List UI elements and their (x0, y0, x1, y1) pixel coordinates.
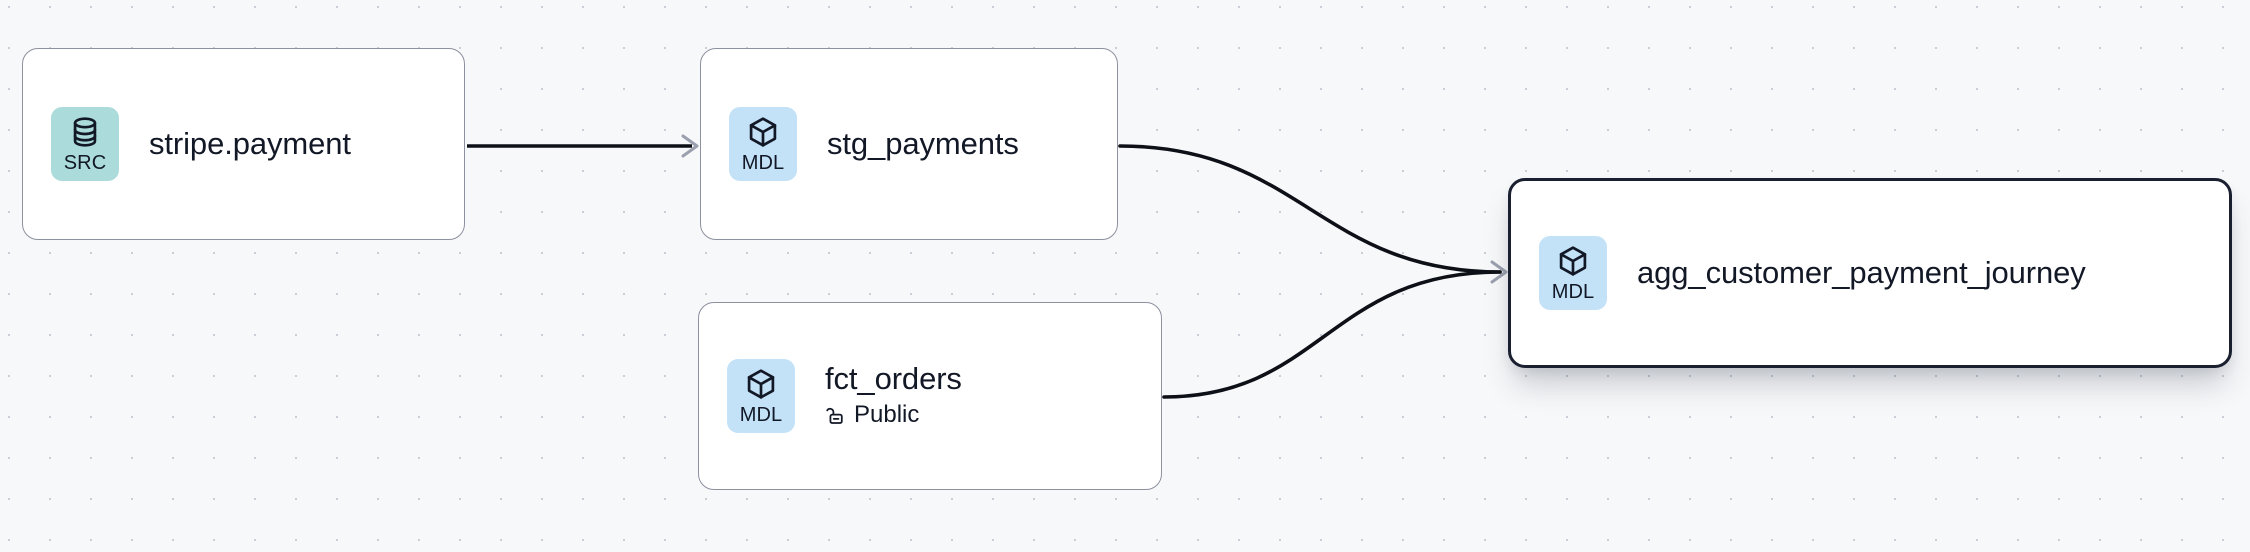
node-type-badge-mdl: MDL (729, 107, 797, 181)
node-title: stg_payments (827, 125, 1019, 161)
node-title: fct_orders (825, 360, 962, 396)
node-title: agg_customer_payment_journey (1637, 254, 2086, 290)
node-type-badge-label: MDL (741, 152, 785, 174)
node-visibility-label: Public (854, 401, 920, 429)
node-body: fct_orders Public (825, 360, 962, 430)
node-type-badge-mdl: MDL (727, 359, 795, 433)
cube-icon (1559, 246, 1587, 276)
node-type-badge-label: MDL (739, 404, 783, 426)
node-title: stripe.payment (149, 125, 351, 161)
node-visibility: Public (825, 401, 962, 429)
lineage-node-stg-payments[interactable]: MDL stg_payments (700, 48, 1118, 240)
node-body: agg_customer_payment_journey (1637, 254, 2086, 290)
node-type-badge-label: SRC (63, 152, 107, 174)
lineage-node-agg-customer-payment-journey[interactable]: MDL agg_customer_payment_journey (1508, 178, 2232, 368)
node-type-badge-label: MDL (1551, 281, 1595, 303)
edge-stg-payments-to-agg-customer-payment-journey (1118, 144, 1502, 274)
cube-icon (747, 369, 775, 399)
node-type-badge-mdl: MDL (1539, 236, 1607, 310)
edge-fct-orders-to-agg-customer-payment-journey (1162, 270, 1502, 399)
edge-stripe-payment-to-stg-payments (467, 134, 699, 158)
unlock-icon (826, 407, 843, 424)
database-icon (73, 117, 97, 147)
cube-icon (749, 117, 777, 147)
edge-arrowhead-icon (1490, 260, 1508, 284)
lineage-node-fct-orders[interactable]: MDL fct_orders Public (698, 302, 1162, 490)
node-body: stripe.payment (149, 125, 351, 161)
lineage-node-stripe-payment[interactable]: SRC stripe.payment (22, 48, 465, 240)
node-type-badge-src: SRC (51, 107, 119, 181)
node-body: stg_payments (827, 125, 1019, 161)
